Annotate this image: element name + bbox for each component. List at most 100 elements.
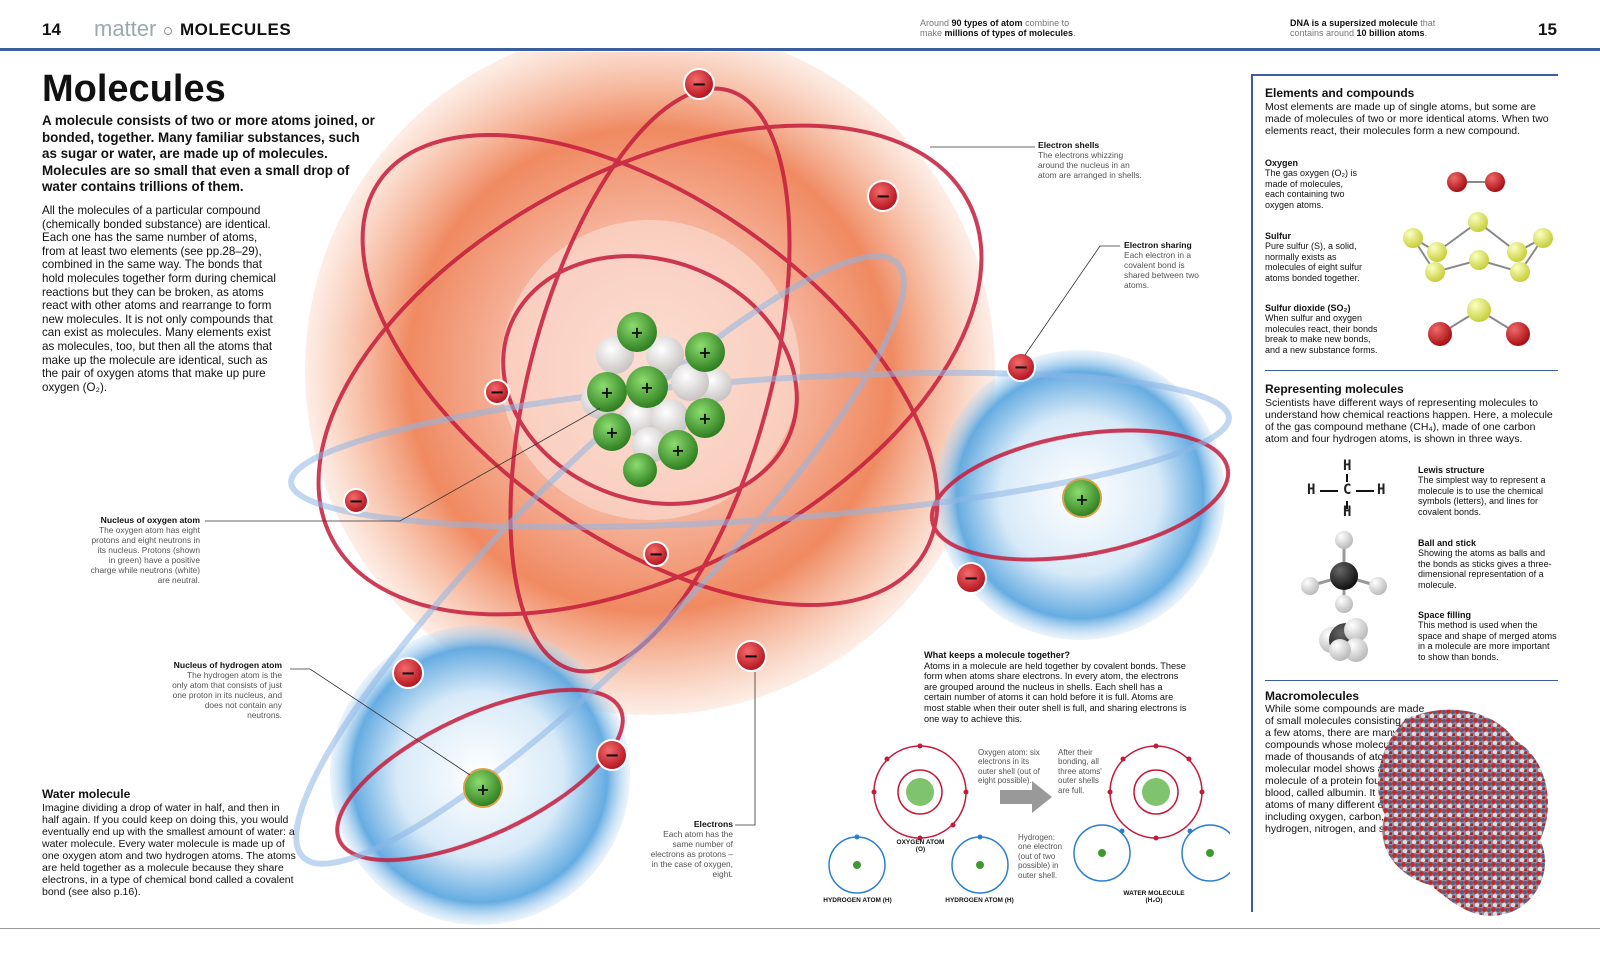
oxygen-atom-ball [1506,322,1530,346]
page-number-right: 15 [1538,20,1557,39]
water-molecule-heading: Water molecule [42,787,131,801]
oxygen-atom-ball [1428,322,1452,346]
water-hydrogen-proton [1098,849,1106,857]
element-sulfur-dioxide: Sulfur dioxide (SO₂) When sulfur and oxy… [1265,303,1380,355]
element-sulfur-name: Sulfur [1265,231,1291,241]
lewis-bond [1346,474,1348,482]
electron-sign: − [348,491,363,512]
element-sulfur-text: Pure sulfur (S), a solid, normally exist… [1265,241,1363,283]
water-molecule-text: Imagine dividing a drop of water in half… [42,802,296,898]
proton-sign: + [640,378,653,397]
method-ball-stick-name: Ball and stick [1418,538,1477,548]
proton-signs: + + + + + + + [600,323,711,460]
space-filling-h [1329,639,1351,661]
electron-sign: − [743,646,758,667]
method-lewis-text: The simplest way to represent a molecule… [1418,475,1546,517]
element-sulfur: Sulfur Pure sulfur (S), a solid, normall… [1265,231,1365,283]
protein-blob [1377,709,1548,916]
macromolecules-heading: Macromolecules [1265,689,1360,703]
lewis-h-right: H [1377,482,1386,498]
hydrogen-ball [1301,577,1319,595]
proton-sign: + [1075,490,1088,509]
method-space-filling-text: This method is used when the space and s… [1418,620,1557,662]
caption-hydrogen-atom-1: HYDROGEN ATOM (H) [823,897,892,904]
page-bottom-rule [0,928,1600,929]
leader-lines [205,146,1120,826]
oxygen-nucleus [581,312,732,487]
element-sulfur-dioxide-text: When sulfur and oxygen molecules react, … [1265,313,1378,355]
proton-sign: + [605,423,618,442]
electron-sign: − [875,186,890,207]
hydrogen-proton [976,861,984,869]
method-ball-stick: Ball and stick Showing the atoms as ball… [1418,538,1558,590]
electron-sign: − [489,382,504,403]
caption-oxygen-atom: OXYGEN ATOM (O) [896,839,945,853]
note-oxygen-atom: Oxygen atom: six electrons in its outer … [978,748,1040,786]
lewis-h-bottom: H [1343,504,1352,520]
proton-sign: + [476,780,489,799]
water-oxygen-nucleus [1142,778,1170,806]
element-oxygen-text: The gas oxygen (O₂) is made of molecules… [1265,168,1358,210]
proton-sign: + [698,343,711,362]
lewis-bond [1356,490,1374,492]
electron-orbits [316,86,1231,863]
electron-signs: − − − − − − − − − − [348,74,1028,766]
covalent-bond-heading: What keeps a molecule together? [924,650,1071,660]
page-title: Molecules [42,68,226,110]
element-oxygen-name: Oxygen [1265,158,1299,168]
electrons [343,68,1036,771]
elements-heading: Elements and compounds [1265,86,1415,100]
sidebar-rule-1 [1265,370,1558,371]
oxygen-electrons [871,743,1205,841]
proton-sign: + [698,409,711,428]
hydrogen-ball [1335,595,1353,613]
oxygen-atom-ball [1447,172,1467,192]
oxygen-inner-shell [897,769,943,815]
oxygen-atom-ball [1485,172,1505,192]
element-sulfur-dioxide-name: Sulfur dioxide (SO₂) [1265,303,1351,313]
carbon-ball [1330,562,1358,590]
lewis-c: C [1343,482,1352,498]
sulfur-atom-ball [1467,298,1491,322]
proton-sign: + [600,383,613,402]
covalent-bond-panel: What keeps a molecule together? Atoms in… [924,650,1189,724]
lewis-h-left: H [1307,482,1316,498]
space-filling-h [1344,618,1368,642]
reaction-arrow-icon [1000,781,1052,813]
electron-sign: − [963,568,978,589]
intro-text: A molecule consists of two or more atoms… [42,113,375,194]
electron-sign: − [1013,357,1028,378]
subsection-name: MOLECULES [180,20,292,39]
hydrogen-orbits [288,253,1232,867]
sidebar-top-rule [1253,74,1558,76]
representing-heading: Representing molecules [1265,382,1404,396]
sulfur-atom-balls [1403,212,1553,282]
caption-hydrogen-atom-2: HYDROGEN ATOM (H) [945,897,1014,904]
hydrogen-ball [1369,577,1387,595]
method-space-filling-name: Space filling [1418,610,1472,620]
method-lewis-name: Lewis structure [1418,465,1485,475]
water-hydrogen-proton [1206,849,1214,857]
method-ball-stick-text: Showing the atoms as balls and the bonds… [1418,548,1552,590]
electron-sign: − [691,74,706,95]
header-fact-atoms: Around 90 types of atom combine to make … [920,18,1076,38]
lewis-bond [1346,501,1348,509]
electron-sign: − [604,745,619,766]
lewis-structure: H H C H H [1307,458,1387,530]
covalent-bond-diagram [828,743,1230,894]
header-rule [0,48,1600,51]
sidebar-rule-2 [1265,680,1558,681]
methane-models [1301,531,1387,662]
water-hydrogen-shell [1073,824,1131,882]
hydrogen-nucleus-left [463,768,503,808]
covalent-bond-text: Atoms in a molecule are held together by… [924,660,1187,724]
space-filling-h [1344,638,1368,662]
water-hydrogen-shell [1181,824,1230,882]
proton-sign: + [630,323,643,342]
caption-water-molecule: WATER MOLECULE (H₂O) [1123,890,1185,904]
oxygen-nucleus [906,778,934,806]
element-models [1403,172,1553,346]
